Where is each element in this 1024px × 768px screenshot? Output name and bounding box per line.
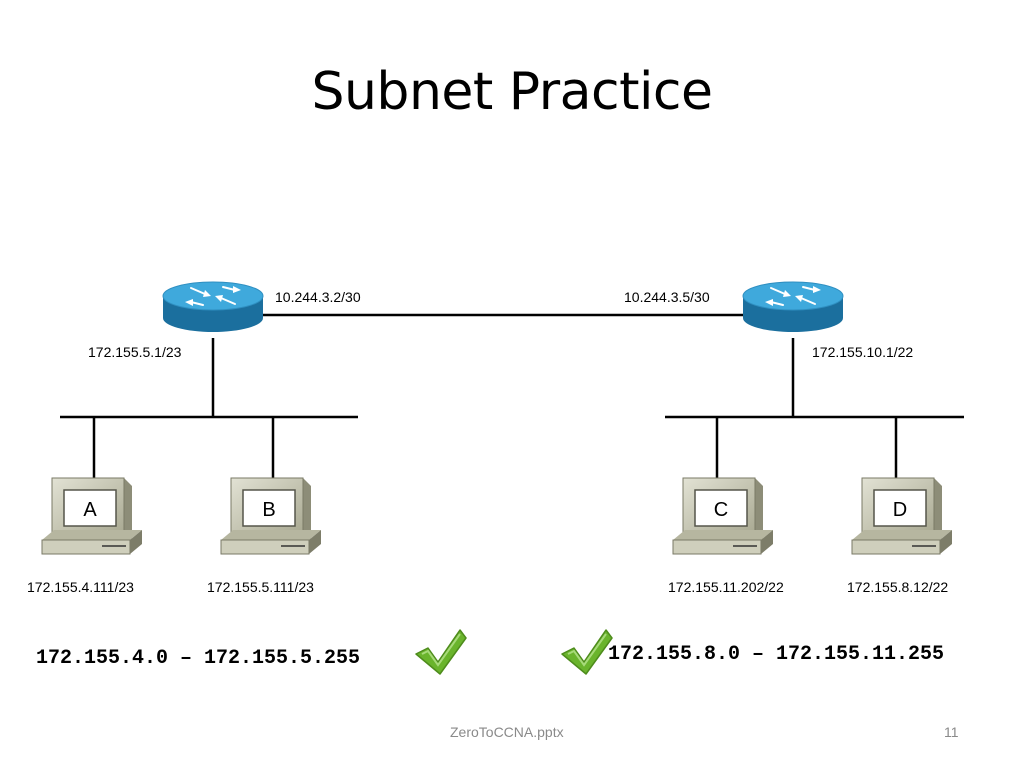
host-b-ip: 172.155.5.111/23 [207,579,314,595]
router-right-lan-ip: 172.155.10.1/22 [812,344,914,360]
router-left-wan-ip: 10.244.3.2/30 [275,289,361,305]
host-d-ip: 172.155.8.12/22 [847,579,949,595]
host-letter: A [83,499,97,521]
footer-filename: ZeroToCCNA.pptx [450,724,564,740]
host-c-ip: 172.155.11.202/22 [668,579,784,595]
host-a-ip: 172.155.4.111/23 [27,579,134,595]
subnet-range-right: 172.155.8.0 – 172.155.11.255 [608,643,945,666]
checkmark-icon [561,629,613,675]
host-letter: B [262,499,275,521]
computer-icon: A [41,477,142,555]
router-icon [742,281,844,333]
computer-icon: D [851,477,952,555]
router-icon [162,281,264,333]
page-number: 11 [944,724,959,740]
computer-icon: C [672,477,773,555]
host-letter: C [714,499,728,521]
slide-title: Subnet Practice [311,62,713,122]
checkmark-icon [415,629,467,675]
subnet-range-left: 172.155.4.0 – 172.155.5.255 [36,647,361,670]
computer-icon: B [220,477,321,555]
host-letter: D [893,499,907,521]
router-right-wan-ip: 10.244.3.5/30 [624,289,710,305]
router-left-lan-ip: 172.155.5.1/23 [88,344,182,360]
